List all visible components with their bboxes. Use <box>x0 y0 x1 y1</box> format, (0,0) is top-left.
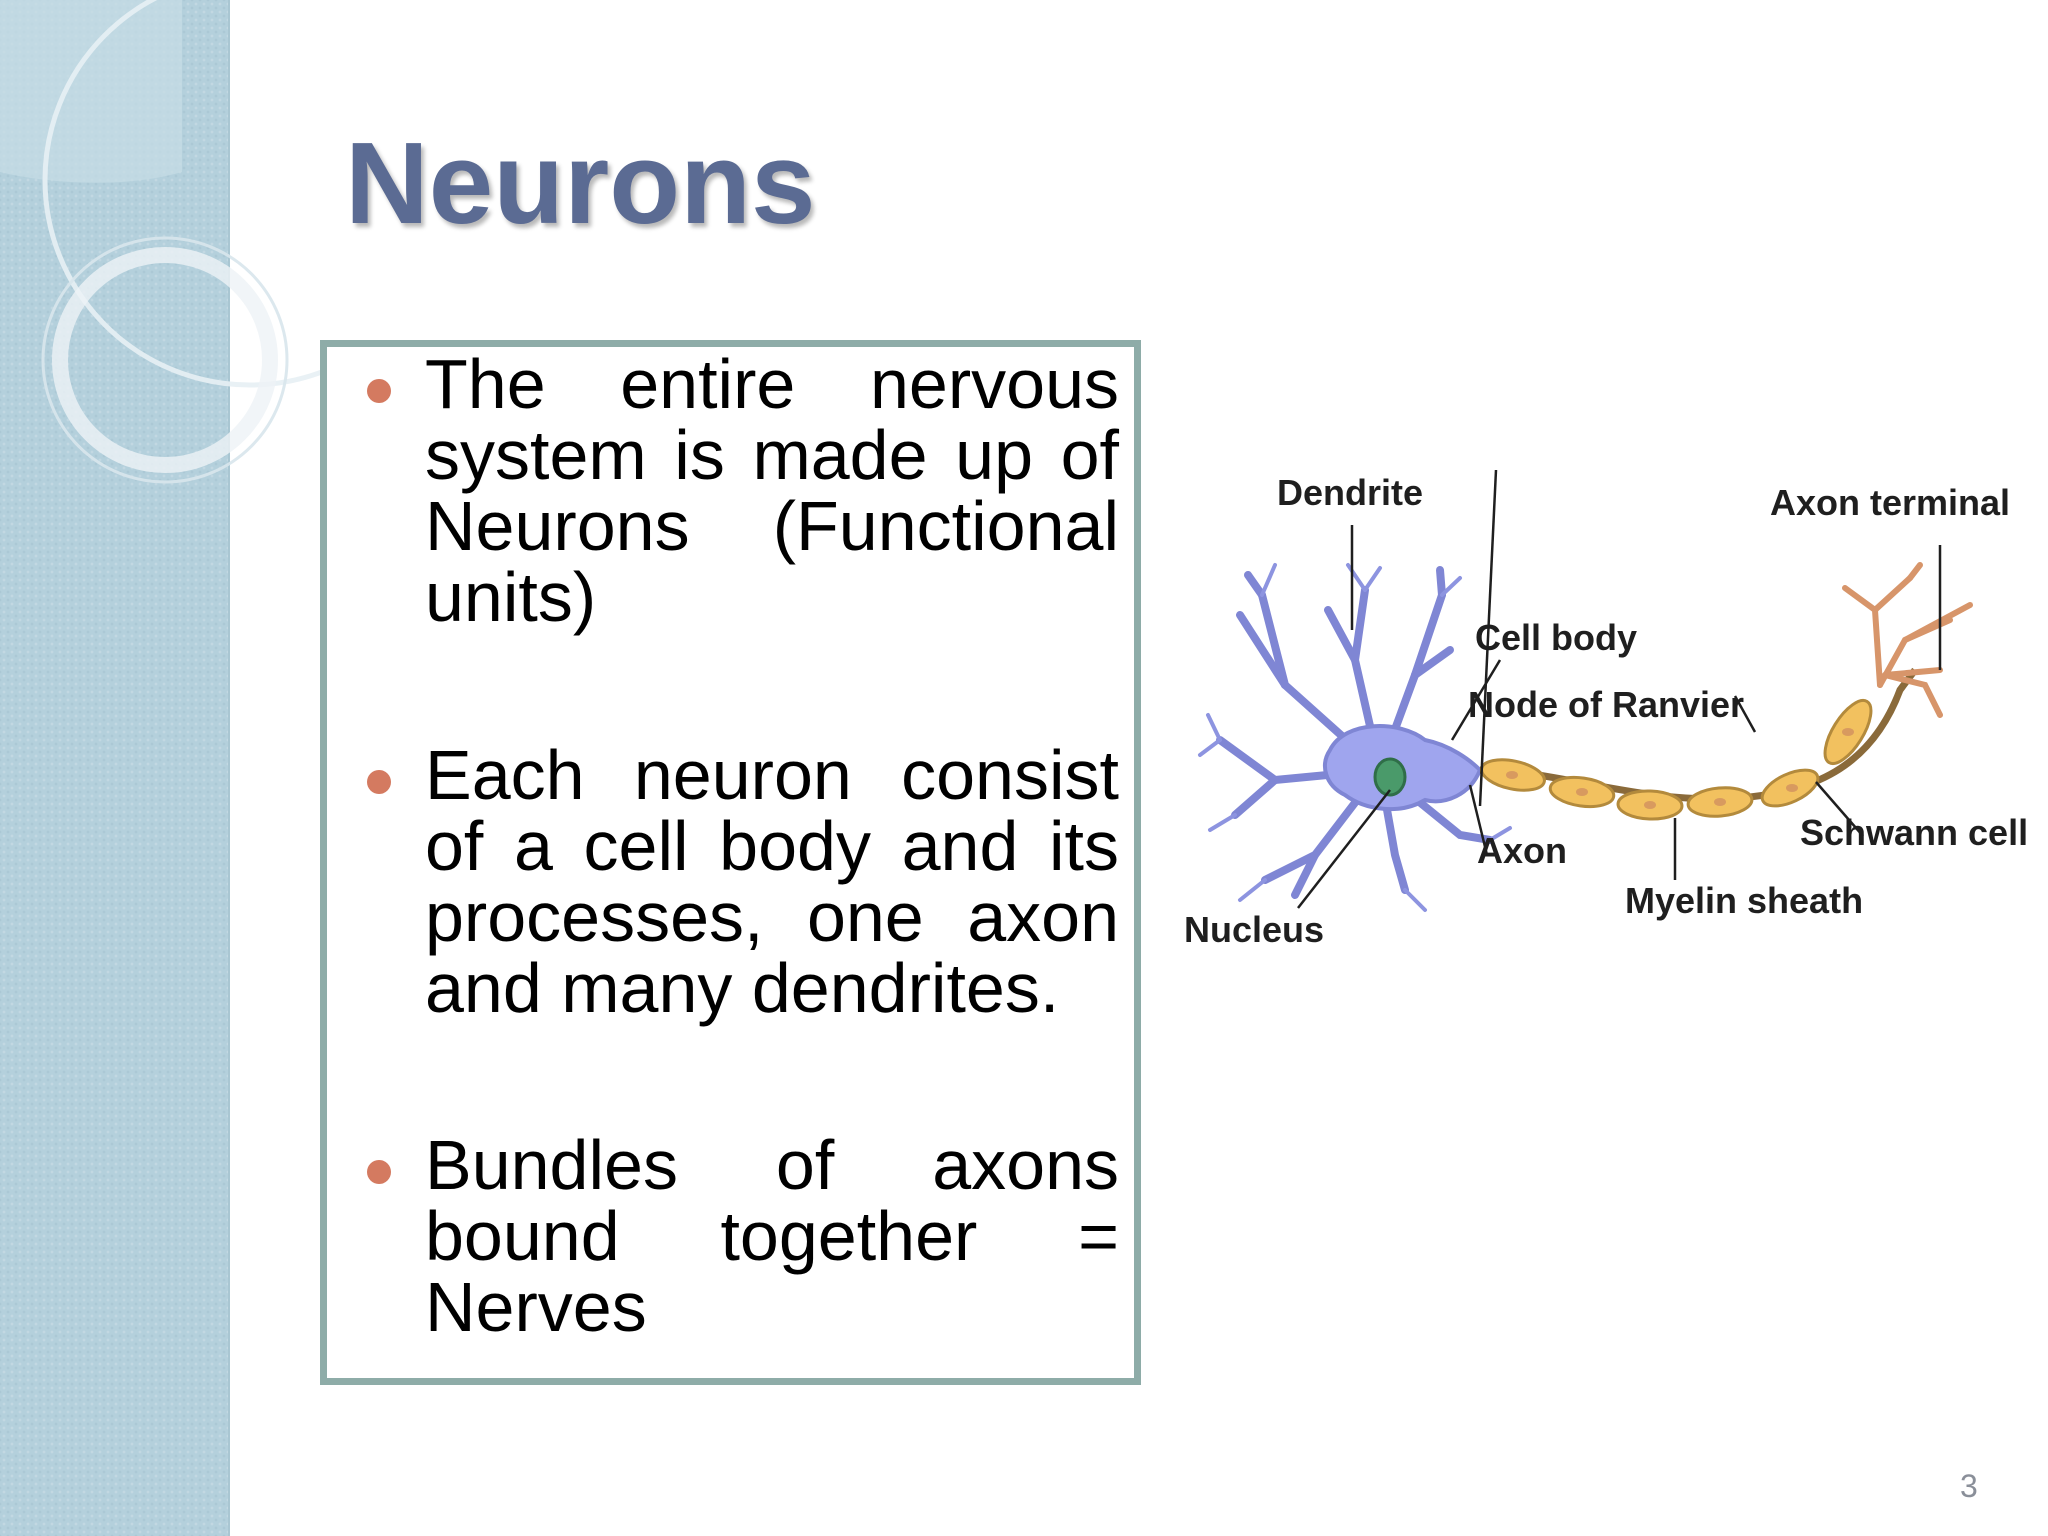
bullet-item: Each neuron consist of a cell body and i… <box>367 740 1119 1024</box>
neuron-diagram: Dendrite Axon terminal Cell body Node of… <box>1184 470 2028 950</box>
label-dendrite: Dendrite <box>1277 472 1423 513</box>
slide-title: Neurons <box>345 118 816 248</box>
label-node-of-ranvier: Node of Ranvier <box>1468 684 1744 725</box>
label-axon: Axon <box>1477 830 1567 871</box>
bullet-text: The entire nervous system is made up of … <box>425 345 1119 636</box>
bullet-dot-icon <box>367 1160 391 1184</box>
bullet-item: Bundles of axons bound together = Nerves <box>367 1130 1119 1343</box>
label-axon-terminal: Axon terminal <box>1770 482 2010 523</box>
label-schwann-cell: Schwann cell <box>1800 812 2028 853</box>
bullet-dot-icon <box>367 379 391 403</box>
label-cell-body: Cell body <box>1475 617 1637 658</box>
page-number: 3 <box>1960 1468 1978 1504</box>
schwann-nuclei <box>1506 728 1854 809</box>
label-myelin-sheath: Myelin sheath <box>1625 880 1863 921</box>
pointer-lines <box>1297 470 1942 909</box>
bullet-text: Bundles of axons bound together = Nerves <box>425 1126 1119 1346</box>
bullet-text-box: The entire nervous system is made up of … <box>320 340 1141 1385</box>
bullet-dot-icon <box>367 770 391 794</box>
axon-terminal-branches <box>1842 562 1973 718</box>
bullet-text: Each neuron consist of a cell body and i… <box>425 736 1119 1027</box>
nucleus-shape <box>1373 757 1407 797</box>
bullet-item: The entire nervous system is made up of … <box>367 349 1119 633</box>
myelin-segments <box>1480 698 1873 821</box>
decorative-rings <box>0 0 330 484</box>
label-nucleus: Nucleus <box>1184 909 1324 950</box>
